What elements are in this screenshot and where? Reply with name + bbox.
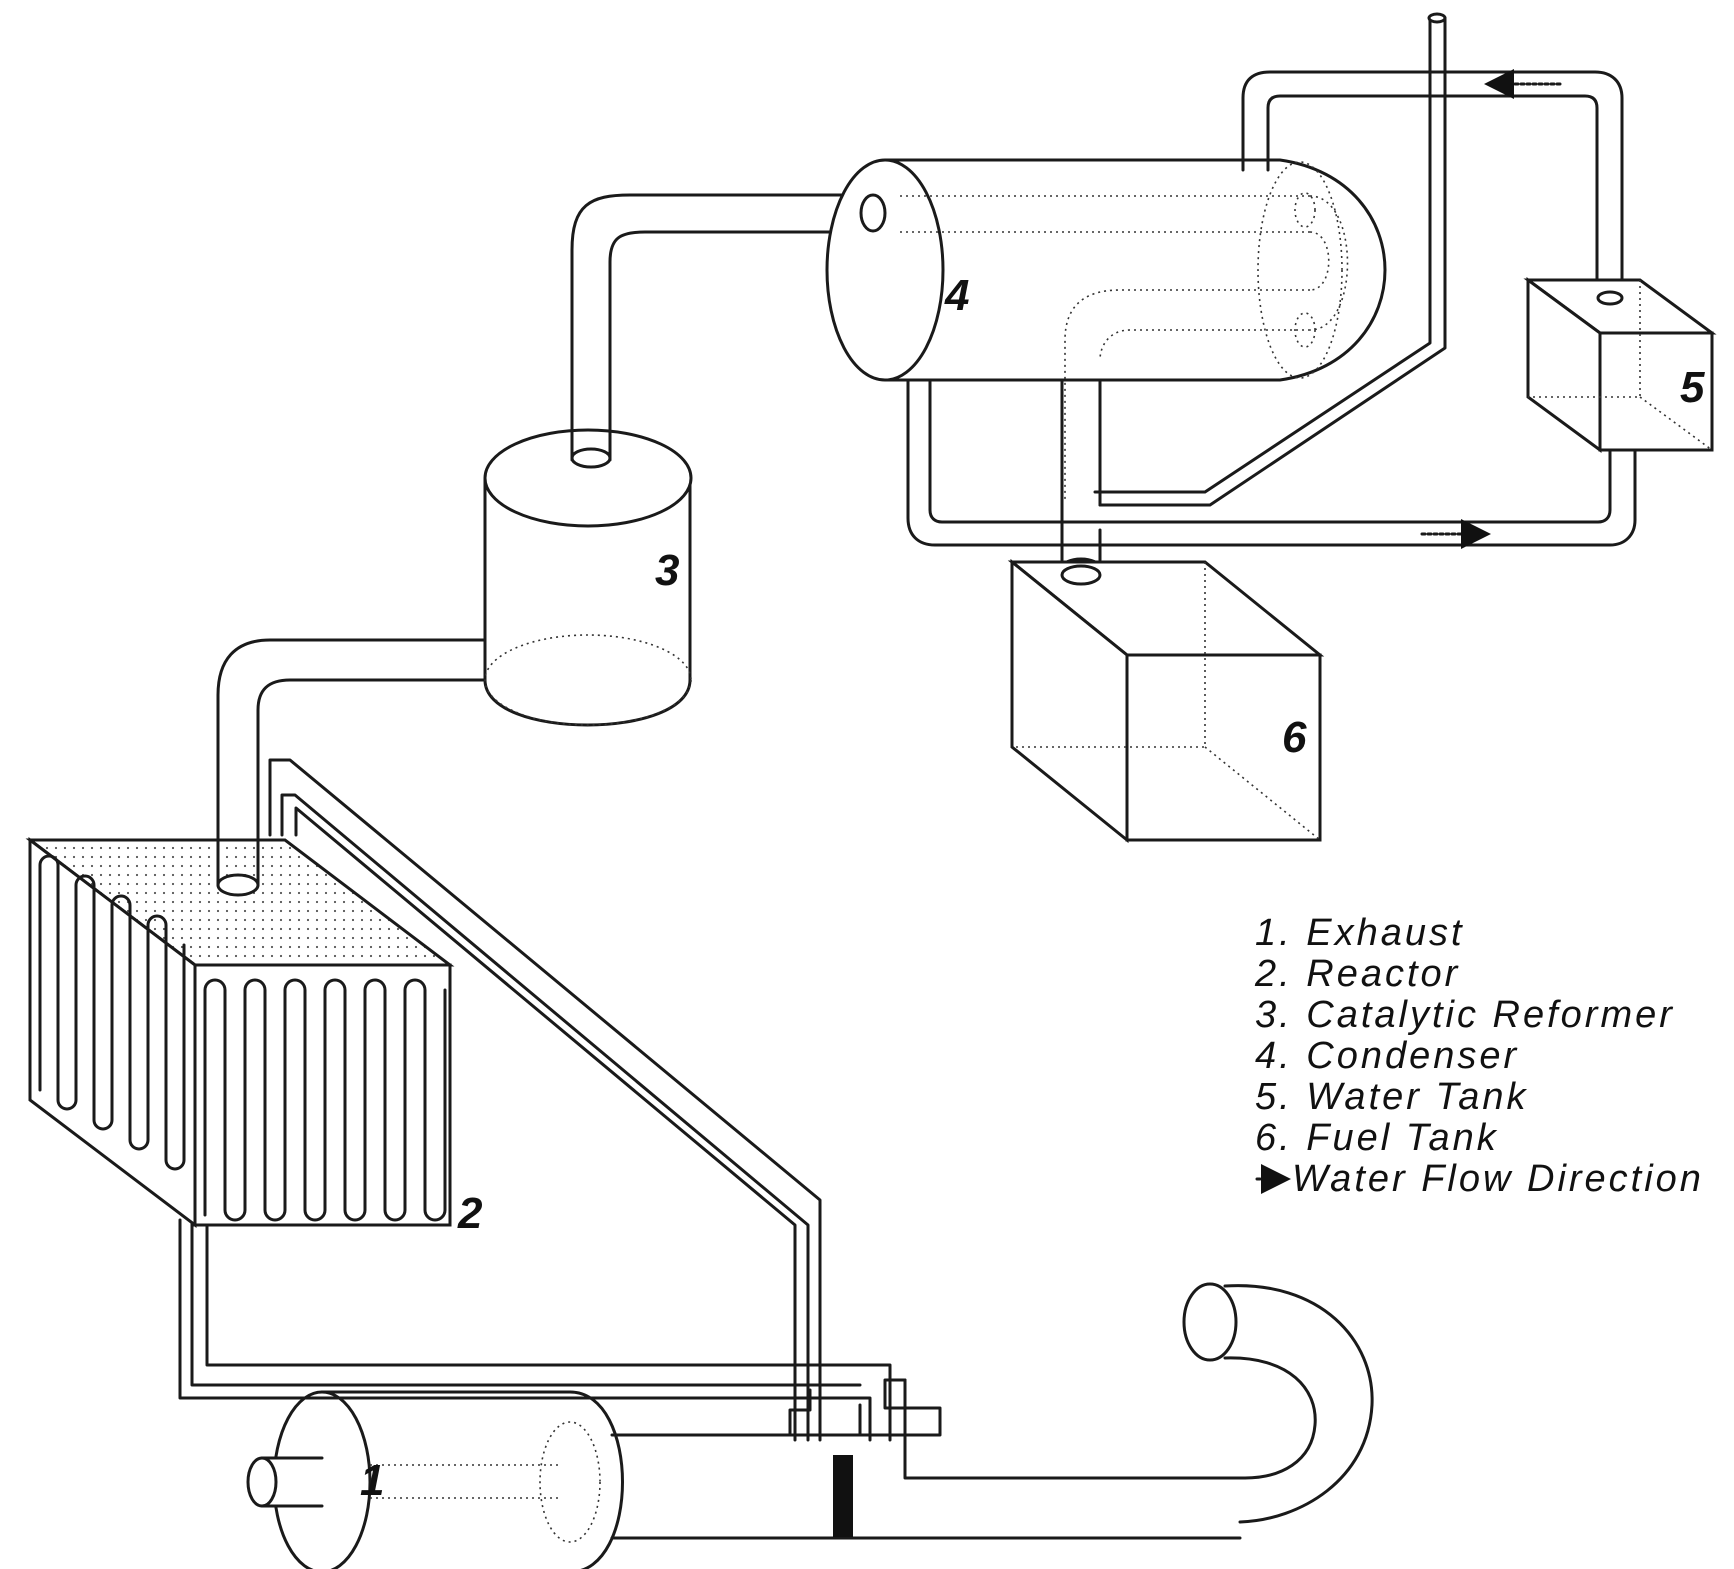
label-fuel-tank-number: 6 xyxy=(1282,713,1307,762)
legend-item: 2. Reactor xyxy=(1254,953,1460,995)
label-condenser-number: 4 xyxy=(944,271,969,320)
condenser-pipes xyxy=(906,12,1637,579)
label-water-tank-number: 5 xyxy=(1680,363,1705,412)
legend-item: 5. Water Tank xyxy=(1255,1076,1528,1118)
reactor-diagonal-pipes xyxy=(268,758,822,1442)
legend: 1. Exhaust 2. Reactor 3. Catalytic Refor… xyxy=(1254,912,1704,1200)
label-reactor-number: 2 xyxy=(457,1189,483,1238)
exhaust-main-pipe xyxy=(610,1378,1247,1540)
label-reformer-number: 3 xyxy=(655,546,679,595)
legend-item: 4. Condenser xyxy=(1255,1035,1519,1077)
legend-item: 6. Fuel Tank xyxy=(1255,1117,1499,1159)
legend-item: 1. Exhaust xyxy=(1255,912,1465,954)
legend-item: 3. Catalytic Reformer xyxy=(1255,994,1675,1036)
water-tank-box xyxy=(1523,277,1717,453)
label-exhaust-number: 1 xyxy=(360,1456,384,1505)
condenser-cylinder xyxy=(825,158,1387,500)
exhaust-cylinder xyxy=(246,1390,624,1569)
exhaust-outlet-pipe xyxy=(1182,1282,1374,1524)
reactor-block xyxy=(25,638,487,1229)
legend-arrow-label: Water Flow Direction xyxy=(1292,1158,1704,1200)
catalytic-reformer-cylinder xyxy=(483,193,872,727)
fuel-tank-box xyxy=(1007,558,1325,844)
reactor-bottom-pipes xyxy=(178,1218,892,1442)
